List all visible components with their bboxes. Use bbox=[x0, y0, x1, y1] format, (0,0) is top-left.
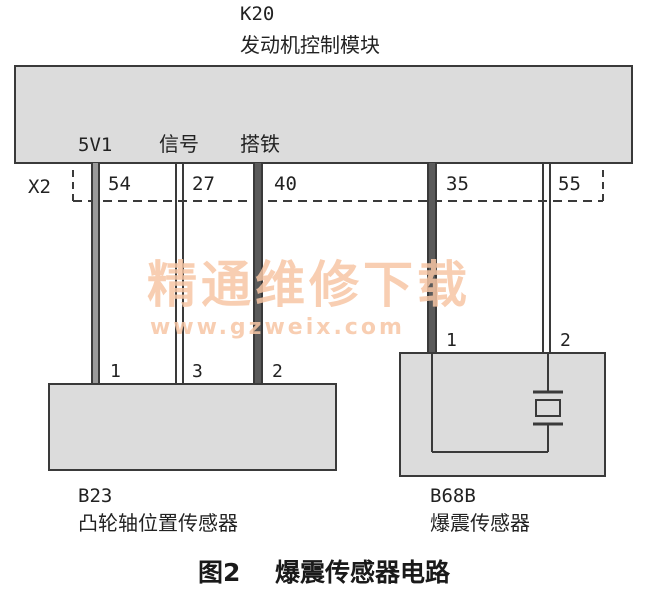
ecu-pin-num-55: 55 bbox=[558, 173, 581, 195]
ecu-pin-num-35: 35 bbox=[446, 173, 469, 195]
ecu-pin-num-54: 54 bbox=[108, 173, 131, 195]
figure-title: 爆震传感器电路 bbox=[275, 558, 451, 587]
ecu-name: 发动机控制模块 bbox=[240, 33, 380, 57]
connector-x2 bbox=[72, 170, 604, 202]
wire-signal bbox=[175, 163, 184, 384]
watermark-text: 精通维修下载 bbox=[147, 256, 471, 314]
ecu-pin-func-ground: 搭铁 bbox=[240, 132, 280, 156]
wire-55 bbox=[542, 163, 551, 353]
wire-35 bbox=[427, 163, 437, 353]
cam-sensor-name: 凸轮轴位置传感器 bbox=[78, 511, 238, 535]
wire-ground bbox=[253, 163, 263, 384]
cam-sensor-code: B23 bbox=[78, 485, 112, 507]
cam-sensor-box bbox=[48, 383, 337, 471]
cam-pin-2: 2 bbox=[272, 361, 283, 382]
ecu-module-box bbox=[14, 65, 633, 164]
ecu-code: K20 bbox=[240, 3, 274, 25]
knock-sensor-box bbox=[399, 352, 606, 477]
knock-sensor-code: B68B bbox=[430, 485, 476, 507]
knock-pin-1: 1 bbox=[446, 330, 457, 351]
knock-sensor-name: 爆震传感器 bbox=[430, 511, 530, 535]
ecu-pin-func-5v1: 5V1 bbox=[78, 134, 112, 156]
cam-pin-3: 3 bbox=[192, 361, 203, 382]
ecu-pin-num-40: 40 bbox=[274, 173, 297, 195]
watermark-url: www.gzweix.com bbox=[150, 315, 405, 340]
connector-label: X2 bbox=[28, 176, 51, 198]
wire-5v1 bbox=[91, 163, 100, 384]
ecu-pin-num-27: 27 bbox=[192, 173, 215, 195]
piezo-element-icon bbox=[431, 353, 563, 453]
ecu-pin-func-signal: 信号 bbox=[159, 132, 199, 156]
knock-pin-2: 2 bbox=[560, 330, 571, 351]
figure-number: 图2 bbox=[198, 558, 240, 587]
cam-pin-1: 1 bbox=[110, 361, 121, 382]
